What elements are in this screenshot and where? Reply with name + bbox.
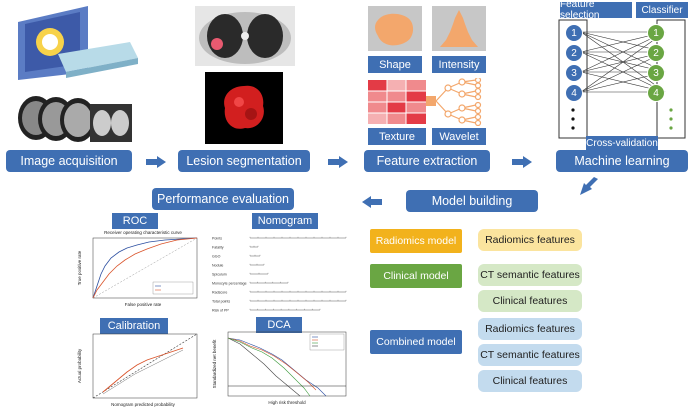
ml-right-node-2: 2 bbox=[647, 44, 665, 62]
clinical-features-box-clinical: Clinical features bbox=[478, 290, 582, 312]
stage-lesion-segmentation: Lesion segmentation bbox=[178, 150, 310, 172]
label-intensity: Intensity bbox=[432, 56, 486, 73]
dca-xlabel: High risk threshold bbox=[268, 400, 306, 405]
radiomics-features-box-combined: Radiomics features bbox=[478, 318, 582, 340]
label-shape: Shape bbox=[368, 56, 422, 73]
roc-title: Receiver operating characteristic curve bbox=[104, 230, 182, 235]
shape-feature-image bbox=[368, 6, 422, 51]
ml-left-node-1: 1 bbox=[565, 24, 583, 42]
arrow-right-icon bbox=[146, 155, 166, 173]
label-classifier: Classifier bbox=[636, 2, 688, 18]
stage-performance-evaluation: Performance evaluation bbox=[152, 188, 294, 210]
segmented-lesion-3d bbox=[205, 72, 283, 144]
label-wavelet: Wavelet bbox=[432, 128, 486, 145]
nomogram-row-label: Total points bbox=[212, 300, 230, 304]
nomogram-row-label: Fatality bbox=[212, 246, 224, 250]
stage-image-acquisition: Image acquisition bbox=[6, 150, 132, 172]
texture-matrix-image bbox=[368, 80, 426, 124]
radiomics-model-box: Radiomics model bbox=[370, 229, 462, 253]
label-texture: Texture bbox=[368, 128, 426, 145]
roc-ylabel: True positive rate bbox=[77, 250, 82, 285]
arrow-right-icon bbox=[328, 155, 348, 173]
roc-xlabel: False positive rate bbox=[125, 302, 162, 307]
stage-machine-learning: Machine learning bbox=[556, 150, 688, 172]
ct-semantic-features-box-combined: CT semantic features bbox=[478, 344, 582, 366]
arrow-down-left-icon bbox=[578, 177, 600, 202]
label-dca: DCA bbox=[256, 317, 302, 333]
clinical-features-box-combined: Clinical features bbox=[478, 370, 582, 392]
ml-left-node-2: 2 bbox=[565, 44, 583, 62]
ml-left-node-4: 4 bbox=[565, 84, 583, 102]
scanner-illustration bbox=[10, 2, 145, 84]
ml-right-node-3: 3 bbox=[647, 64, 665, 82]
combined-model-box: Combined model bbox=[370, 330, 462, 354]
calibration-xlabel: Nomogram predicted probability bbox=[111, 402, 176, 407]
nomogram-row-label: Nodule bbox=[212, 264, 223, 268]
dca-chart: High risk threshold Standardized net ben… bbox=[210, 330, 350, 410]
arrow-left-icon bbox=[362, 195, 382, 213]
label-roc: ROC bbox=[112, 213, 158, 229]
nomogram-row-label: GGO bbox=[212, 255, 221, 259]
clinical-model-box: Clinical model bbox=[370, 264, 462, 288]
stage-model-building: Model building bbox=[406, 190, 538, 212]
arrow-right-icon bbox=[512, 155, 532, 173]
ml-left-node-3: 3 bbox=[565, 64, 583, 82]
ct-semantic-features-box-clinical: CT semantic features bbox=[478, 264, 582, 286]
wavelet-tree-image bbox=[426, 76, 488, 127]
calibration-chart: Nomogram predicted probability Actual pr… bbox=[75, 332, 203, 412]
nomogram-row-label: Spiculum bbox=[212, 273, 227, 277]
intensity-feature-image bbox=[432, 6, 486, 51]
label-cross-validation: Cross-validation bbox=[586, 136, 658, 150]
radiomics-features-box: Radiomics features bbox=[478, 229, 582, 251]
dca-ylabel: Standardized net benefit bbox=[212, 339, 217, 389]
label-nomogram: Nomogram bbox=[252, 213, 318, 229]
roc-chart: Receiver operating characteristic curve … bbox=[75, 228, 203, 310]
calibration-ylabel: Actual probability bbox=[77, 348, 82, 383]
ct-chest-scan bbox=[195, 6, 295, 66]
label-calibration: Calibration bbox=[100, 318, 168, 334]
ct-slices-stack bbox=[16, 92, 136, 144]
ml-right-node-1: 1 bbox=[647, 24, 665, 42]
nomogram-row-label: Risk of PP bbox=[212, 309, 229, 313]
label-feature-selection: Feature selection bbox=[560, 0, 632, 21]
nomogram-row-label: Radscore bbox=[212, 291, 227, 295]
nomogram-row-label: Monocyte percentage bbox=[212, 282, 247, 286]
nomogram-row-label: Points bbox=[212, 237, 222, 241]
stage-feature-extraction: Feature extraction bbox=[364, 150, 490, 172]
ml-right-node-4: 4 bbox=[647, 84, 665, 102]
